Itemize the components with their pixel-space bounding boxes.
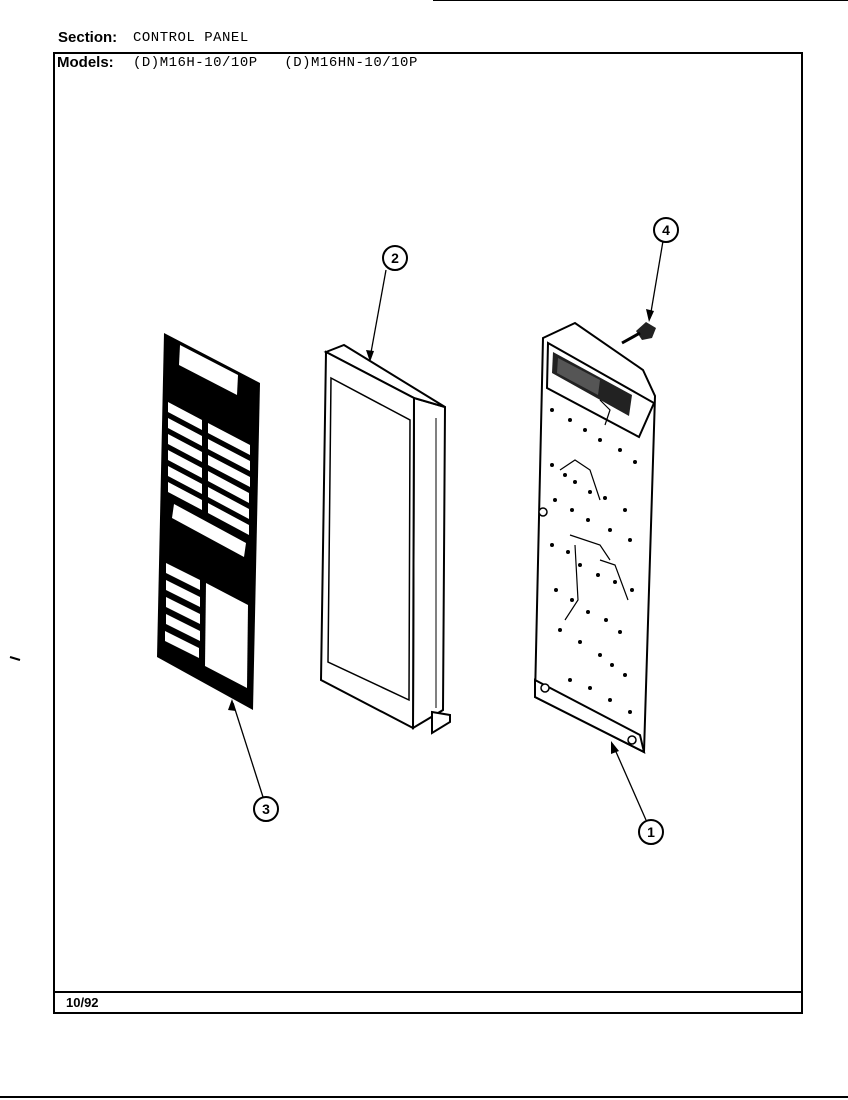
section-label: Section: (58, 29, 118, 46)
scan-mark (9, 656, 21, 661)
bottom-rule (0, 1096, 848, 1098)
circuit-board (533, 321, 657, 754)
callout-leaders (232, 240, 664, 821)
models-value: (D)M16H-10/10P (D)M16HN-10/10P (133, 55, 418, 71)
callout-3-label: 3 (262, 801, 270, 817)
callout-arrowheads (228, 309, 654, 754)
screw (621, 322, 656, 345)
footer-rule (53, 991, 803, 993)
touch-pad-overlay (157, 333, 260, 710)
section-value: CONTROL PANEL (133, 30, 249, 46)
callout-3: 3 (253, 796, 279, 822)
callout-1: 1 (638, 819, 664, 845)
footer-date: 10/92 (66, 995, 99, 1010)
lower-key-grid (165, 563, 248, 688)
board-traces (559, 399, 629, 621)
models-label: Models: (57, 54, 114, 71)
control-panel-housing (319, 343, 451, 735)
callout-4-label: 4 (662, 222, 670, 238)
callout-2: 2 (382, 245, 408, 271)
callout-4: 4 (653, 217, 679, 243)
callout-1-label: 1 (647, 824, 655, 840)
callout-2-label: 2 (391, 250, 399, 266)
board-components (550, 408, 637, 714)
diagram-frame (53, 52, 803, 1014)
top-rule (433, 0, 848, 1)
upper-key-grid (168, 402, 250, 535)
